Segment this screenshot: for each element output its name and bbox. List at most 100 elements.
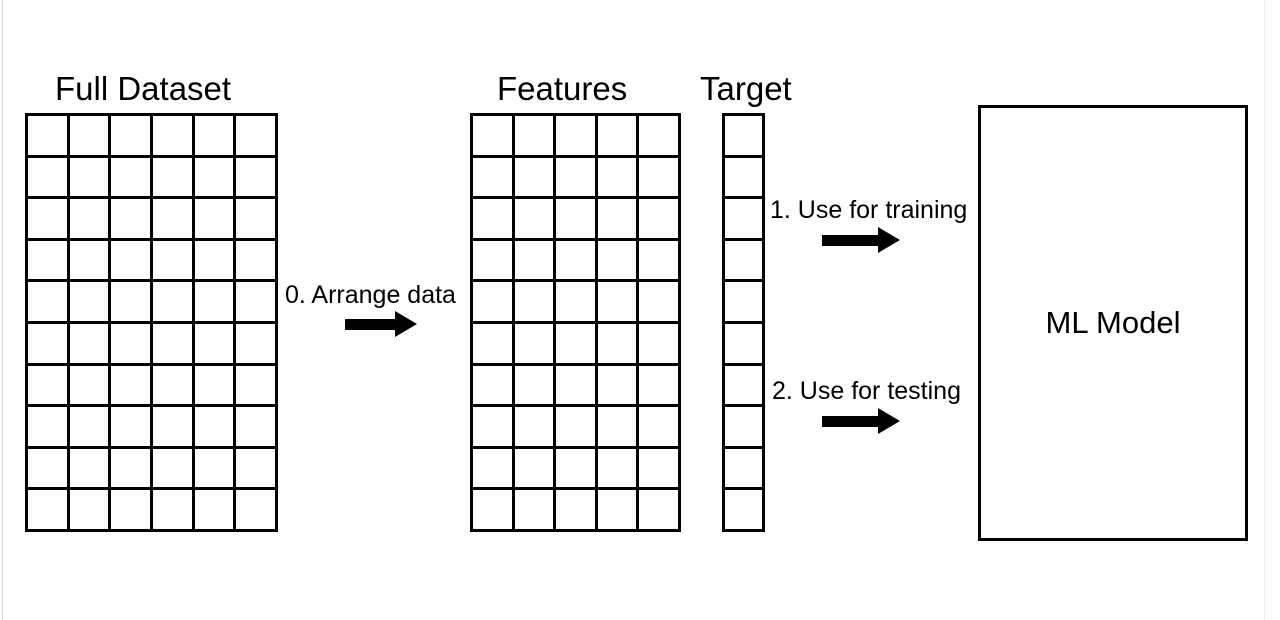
full-dataset-cell xyxy=(111,323,150,363)
full-dataset-cell xyxy=(111,157,150,197)
step-2-label: 2. Use for testing xyxy=(772,377,961,405)
full-dataset-cell xyxy=(153,199,192,238)
features-cell xyxy=(514,282,554,321)
features-cell xyxy=(639,448,678,488)
full-dataset-cell xyxy=(69,407,109,446)
full-dataset-cell xyxy=(194,490,234,529)
full-dataset-cell xyxy=(194,282,234,321)
features-cell xyxy=(514,157,554,197)
features-cell xyxy=(473,157,512,197)
features-cell xyxy=(556,282,595,321)
features-cell xyxy=(639,240,678,280)
target-cell xyxy=(725,157,762,197)
features-cell xyxy=(639,282,678,321)
full-dataset-cell xyxy=(153,116,192,155)
features-cell xyxy=(514,199,554,238)
full-dataset-cell xyxy=(236,116,275,155)
features-grid xyxy=(470,113,681,532)
features-cell xyxy=(597,157,637,197)
arrow-use-for-training-icon xyxy=(822,227,902,253)
page-border-left xyxy=(2,0,3,620)
features-cell xyxy=(514,240,554,280)
full-dataset-cell xyxy=(236,240,275,280)
target-cell xyxy=(725,282,762,321)
full-dataset-cell xyxy=(153,240,192,280)
features-cell xyxy=(597,282,637,321)
full-dataset-cell xyxy=(153,365,192,405)
features-cell xyxy=(514,407,554,446)
features-cell xyxy=(473,282,512,321)
features-cell xyxy=(556,240,595,280)
full-dataset-cell xyxy=(28,199,67,238)
arrow-arrange-data-icon xyxy=(345,311,417,337)
full-dataset-cell xyxy=(28,490,67,529)
step-0-label: 0. Arrange data xyxy=(285,281,456,309)
features-cell xyxy=(639,490,678,529)
full-dataset-cell xyxy=(69,448,109,488)
full-dataset-cell xyxy=(69,157,109,197)
features-cell xyxy=(556,490,595,529)
features-cell xyxy=(597,407,637,446)
full-dataset-cell xyxy=(69,490,109,529)
full-dataset-cell xyxy=(236,407,275,446)
features-cell xyxy=(556,157,595,197)
arrow-use-for-testing-icon xyxy=(822,408,902,434)
features-cell xyxy=(597,490,637,529)
target-cell xyxy=(725,407,762,446)
target-grid xyxy=(722,113,765,532)
full-dataset-cell xyxy=(236,490,275,529)
full-dataset-cell xyxy=(236,448,275,488)
ml-model-box: ML Model xyxy=(978,105,1248,541)
step-1-label: 1. Use for training xyxy=(770,196,968,224)
features-cell xyxy=(473,365,512,405)
full-dataset-cell xyxy=(28,407,67,446)
ml-model-label: ML Model xyxy=(1045,305,1181,340)
features-cell xyxy=(556,365,595,405)
full-dataset-label: Full Dataset xyxy=(55,70,232,107)
full-dataset-cell xyxy=(153,407,192,446)
features-cell xyxy=(514,448,554,488)
features-cell xyxy=(473,448,512,488)
features-cell xyxy=(597,448,637,488)
full-dataset-cell xyxy=(111,240,150,280)
full-dataset-cell xyxy=(111,490,150,529)
full-dataset-cell xyxy=(69,240,109,280)
full-dataset-cell xyxy=(28,282,67,321)
full-dataset-cell xyxy=(194,365,234,405)
features-cell xyxy=(597,116,637,155)
features-cell xyxy=(639,407,678,446)
full-dataset-cell xyxy=(69,282,109,321)
full-dataset-cell xyxy=(28,157,67,197)
full-dataset-cell xyxy=(194,199,234,238)
features-cell xyxy=(473,116,512,155)
full-dataset-cell xyxy=(236,199,275,238)
full-dataset-cell xyxy=(28,116,67,155)
features-cell xyxy=(597,240,637,280)
page-border-right xyxy=(1264,0,1265,620)
full-dataset-cell xyxy=(236,282,275,321)
full-dataset-cell xyxy=(236,323,275,363)
features-cell xyxy=(639,116,678,155)
features-cell xyxy=(556,199,595,238)
features-cell xyxy=(514,323,554,363)
full-dataset-cell xyxy=(236,365,275,405)
full-dataset-cell xyxy=(69,199,109,238)
full-dataset-cell xyxy=(111,282,150,321)
target-cell xyxy=(725,199,762,238)
full-dataset-cell xyxy=(28,448,67,488)
full-dataset-cell xyxy=(236,157,275,197)
features-cell xyxy=(514,490,554,529)
full-dataset-cell xyxy=(153,448,192,488)
target-cell xyxy=(725,116,762,155)
target-cell xyxy=(725,240,762,280)
features-cell xyxy=(473,199,512,238)
full-dataset-cell xyxy=(69,116,109,155)
full-dataset-cell xyxy=(28,365,67,405)
full-dataset-cell xyxy=(194,407,234,446)
target-cell xyxy=(725,323,762,363)
full-dataset-cell xyxy=(153,282,192,321)
features-cell xyxy=(473,490,512,529)
features-cell xyxy=(514,365,554,405)
features-cell xyxy=(473,240,512,280)
